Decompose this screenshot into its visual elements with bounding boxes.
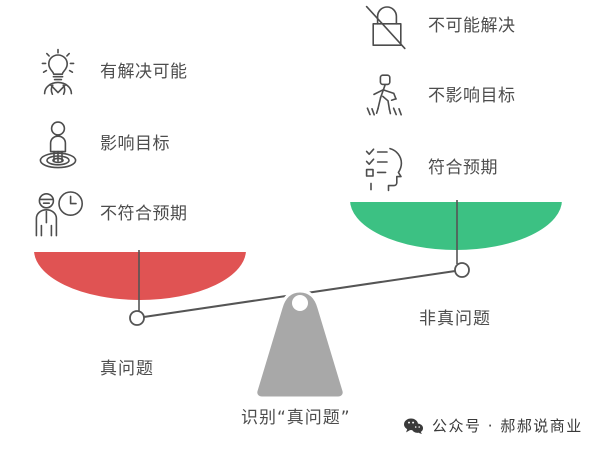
feature-label: 影响目标 — [100, 133, 170, 154]
running-person-icon — [358, 68, 414, 124]
right-pan-green — [345, 198, 567, 254]
feature-label: 不可能解决 — [428, 15, 516, 36]
feature-item-right-1: 不影响目标 — [358, 68, 516, 124]
feature-item-left-1: 影响目标 — [30, 116, 170, 172]
fulcrum-label: 识别“真问题” — [241, 408, 351, 428]
watermark: 公众号 · 郝郝说商业 — [404, 418, 583, 434]
feature-label: 不符合预期 — [100, 203, 188, 224]
fulcrum-pivot-hole — [292, 295, 308, 311]
padlock-slashed-icon — [358, 0, 414, 54]
right-beam-ring — [454, 262, 470, 278]
feature-item-left-2: 不符合预期 — [30, 186, 188, 242]
person-on-target-icon — [30, 116, 86, 172]
right-pan-label: 非真问题 — [419, 309, 491, 329]
feature-item-right-0: 不可能解决 — [358, 0, 516, 54]
feature-item-right-2: 符合预期 — [358, 140, 498, 196]
feature-item-left-0: 有解决可能 — [30, 44, 188, 100]
fulcrum-weight — [254, 289, 346, 400]
feature-label: 不影响目标 — [428, 85, 516, 106]
person-with-clock-icon — [30, 186, 86, 242]
left-pan-red — [29, 248, 251, 304]
scale-beam — [136, 269, 463, 319]
wechat-icon — [404, 418, 423, 434]
watermark-text: 公众号 · 郝郝说商业 — [432, 416, 583, 435]
left-beam-ring — [129, 310, 145, 326]
lightbulb-head-icon — [30, 44, 86, 100]
feature-label: 有解决可能 — [100, 61, 188, 82]
left-pan-label: 真问题 — [100, 359, 154, 379]
head-checklist-icon — [358, 140, 414, 196]
feature-label: 符合预期 — [428, 157, 498, 178]
